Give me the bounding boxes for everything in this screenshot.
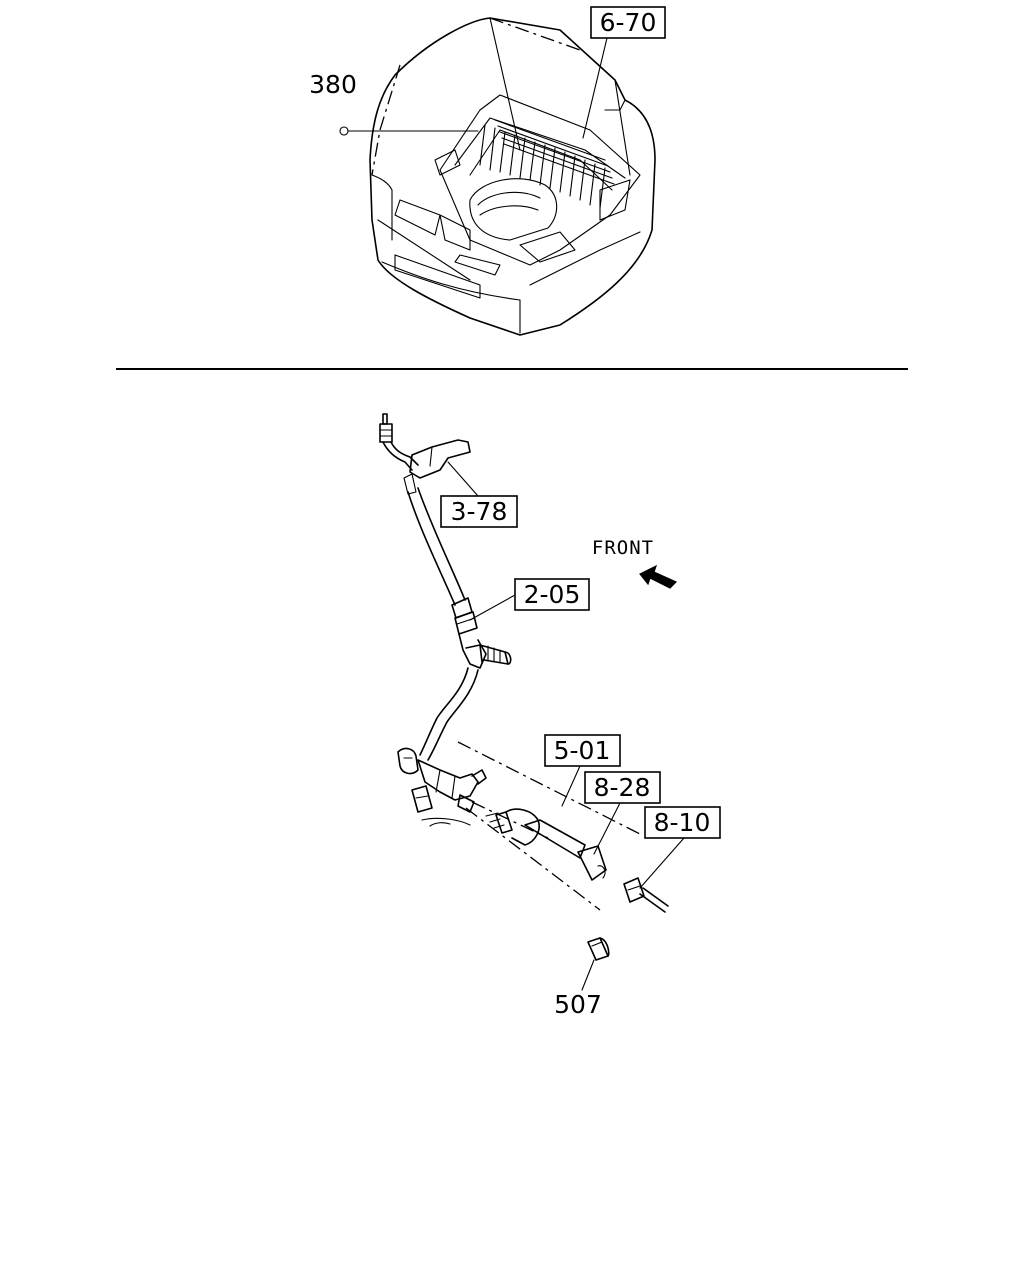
callout-6-70[interactable]: 6-70 xyxy=(582,6,666,139)
callout-380-label: 380 xyxy=(309,70,357,99)
callout-5-01-label: 5-01 xyxy=(554,736,611,765)
callout-2-05[interactable]: 2-05 xyxy=(469,578,590,621)
front-direction-indicator: FRONT xyxy=(592,537,678,589)
callout-507[interactable]: 507 xyxy=(554,959,602,1019)
callout-5-01[interactable]: 5-01 xyxy=(544,734,621,807)
hose-assembly-illustration xyxy=(379,413,669,961)
callout-6-70-label: 6-70 xyxy=(600,8,657,37)
front-label: FRONT xyxy=(592,537,654,559)
callout-2-05-label: 2-05 xyxy=(524,580,581,609)
callout-380[interactable]: 380 xyxy=(309,70,479,136)
callout-8-28[interactable]: 8-28 xyxy=(584,771,661,855)
callout-8-28-label: 8-28 xyxy=(594,773,651,802)
callout-8-10[interactable]: 8-10 xyxy=(639,806,721,889)
callout-8-10-label: 8-10 xyxy=(654,808,711,837)
callout-3-78[interactable]: 3-78 xyxy=(440,461,518,528)
callout-507-label: 507 xyxy=(554,990,602,1019)
cab-overview-illustration xyxy=(369,17,656,336)
front-arrow-icon xyxy=(639,564,678,589)
callout-3-78-label: 3-78 xyxy=(451,497,508,526)
